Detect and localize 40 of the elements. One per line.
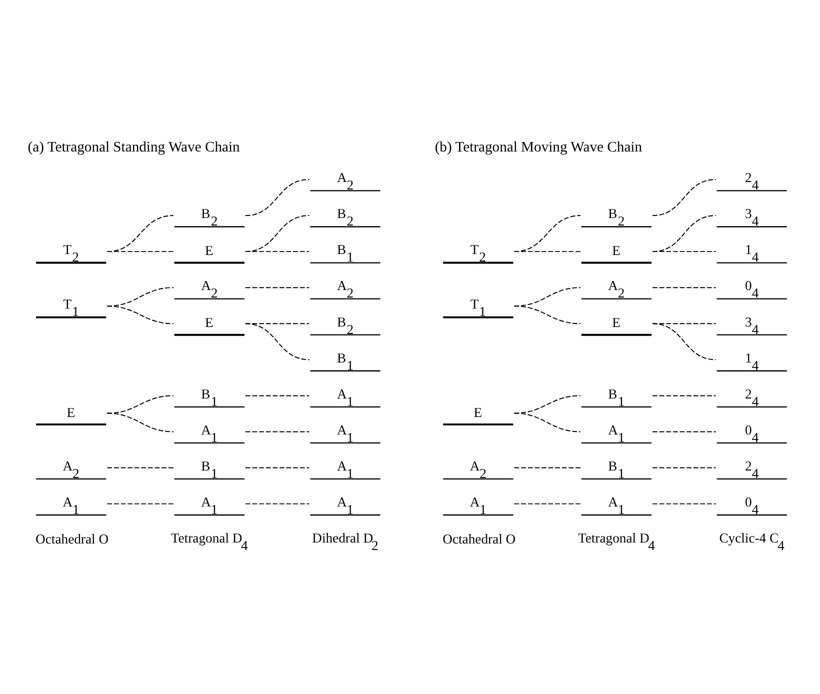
connector bbox=[652, 286, 716, 288]
connector bbox=[244, 502, 310, 504]
connector bbox=[106, 214, 174, 252]
node-text: E bbox=[205, 314, 214, 330]
connector bbox=[106, 394, 174, 414]
connector bbox=[244, 178, 310, 216]
connector bbox=[652, 178, 716, 216]
connector bbox=[244, 466, 310, 468]
connector bbox=[514, 214, 581, 252]
connector bbox=[106, 502, 174, 504]
label: (b) Tetragonal Moving Wave Chain bbox=[434, 138, 642, 155]
node-text: E bbox=[612, 314, 620, 330]
connector bbox=[652, 322, 716, 360]
connector bbox=[106, 286, 174, 306]
connector bbox=[514, 286, 581, 306]
connector bbox=[244, 286, 310, 288]
node-text: E bbox=[66, 404, 76, 420]
connector bbox=[514, 502, 581, 504]
connector bbox=[652, 430, 716, 432]
connector bbox=[652, 466, 716, 468]
connector bbox=[244, 214, 310, 252]
node-text: E bbox=[612, 242, 620, 258]
connector bbox=[652, 322, 716, 324]
connector bbox=[244, 322, 310, 324]
connector bbox=[244, 394, 310, 396]
node-text: E bbox=[205, 242, 214, 258]
label: Octahedral O bbox=[36, 530, 109, 546]
connector bbox=[652, 214, 716, 252]
connector bbox=[514, 466, 581, 468]
node-text: E bbox=[474, 404, 482, 420]
connector bbox=[244, 430, 310, 432]
connector bbox=[106, 412, 174, 432]
connector bbox=[652, 394, 716, 396]
connector bbox=[106, 466, 174, 468]
connector bbox=[514, 394, 581, 414]
connector bbox=[514, 412, 581, 432]
connector bbox=[244, 322, 310, 360]
connector bbox=[652, 502, 716, 504]
label: (a) Tetragonal Standing Wave Chain bbox=[28, 138, 240, 155]
label: Octahedral O bbox=[442, 530, 516, 546]
